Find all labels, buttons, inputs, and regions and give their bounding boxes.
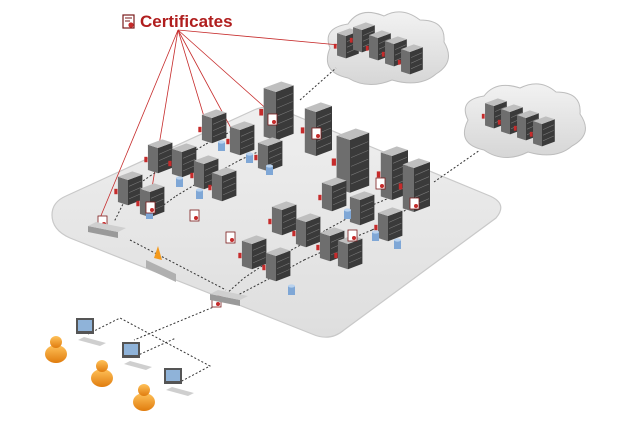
server-icon — [238, 235, 267, 270]
certificate-icon — [267, 113, 278, 126]
server-icon — [334, 235, 363, 270]
certificate-icon — [409, 197, 420, 210]
firewall-icon — [88, 222, 126, 238]
database-icon — [394, 238, 401, 249]
certificate-icon — [225, 231, 236, 244]
server-icon — [374, 207, 403, 242]
certificate-icon — [311, 127, 322, 140]
certificate-icon — [189, 209, 200, 222]
certificate-icon — [375, 177, 386, 190]
database-icon — [196, 188, 203, 199]
server-icon — [331, 128, 370, 193]
certificate-icon — [347, 229, 358, 242]
database-icon — [372, 230, 379, 241]
certificates-label: Certificates — [140, 12, 233, 31]
server-icon — [259, 81, 294, 141]
workstation-icon — [164, 368, 194, 396]
server-icon — [346, 191, 375, 226]
database-icon — [288, 284, 295, 295]
firewall-icon — [146, 246, 176, 282]
server-icon — [198, 109, 227, 144]
user-icon — [133, 384, 155, 411]
database-icon — [246, 152, 253, 163]
server-icon — [168, 143, 197, 178]
server-icon — [254, 137, 283, 172]
server-icon — [268, 201, 297, 236]
server-icon — [226, 121, 255, 156]
database-icon — [344, 208, 351, 219]
server-icon — [529, 116, 555, 147]
server-icon — [208, 167, 237, 202]
firewall-icon — [210, 290, 248, 306]
server-icon — [300, 102, 332, 156]
workstation-icon — [76, 318, 106, 346]
workstation-icon — [122, 342, 152, 370]
server-icon — [397, 44, 423, 75]
server-icon — [144, 139, 173, 174]
server-icon — [114, 171, 143, 206]
database-icon — [218, 140, 225, 151]
user-icon — [91, 360, 113, 387]
user-icon — [45, 336, 67, 363]
database-icon — [176, 176, 183, 187]
server-icon — [381, 36, 407, 67]
server-icon — [262, 247, 291, 282]
server-icon — [318, 177, 347, 212]
server-icon — [292, 213, 321, 248]
certificates-heading: Certificates — [122, 12, 233, 32]
database-icon — [266, 164, 273, 175]
certificate-icon — [122, 14, 135, 29]
certificate-icon — [145, 201, 156, 214]
